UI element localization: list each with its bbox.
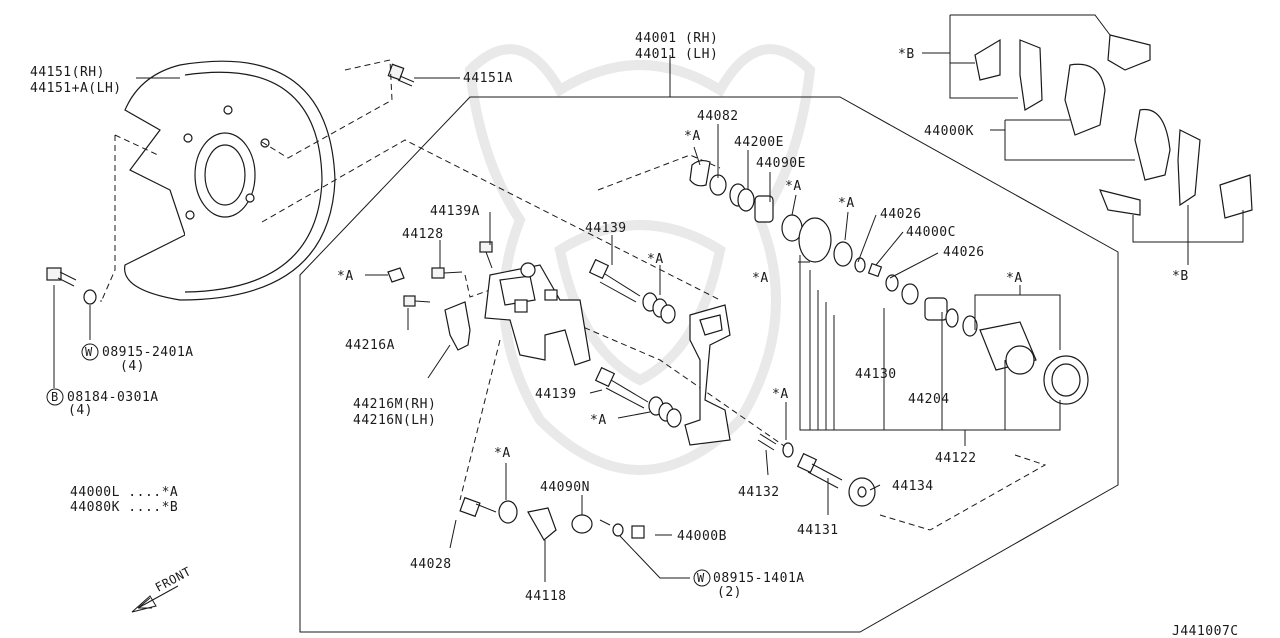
label-08184-0301a: 08184-0301A [67, 390, 159, 405]
star-a-2: *A [785, 179, 802, 194]
label-44131: 44131 [797, 523, 839, 538]
label-44026-a: 44026 [880, 207, 922, 222]
star-a-10: *A [494, 446, 511, 461]
label-44001-rh: 44001 (RH) [635, 31, 718, 46]
star-b-2: *B [1172, 269, 1189, 284]
piston-seal-stack [689, 159, 1089, 405]
watermark [464, 44, 816, 475]
star-a-8: *A [590, 413, 607, 428]
caliper-bracket [684, 304, 731, 446]
label-44090e: 44090E [756, 156, 806, 171]
guide-pin-bottom [594, 366, 649, 409]
label-08915-2401a-qty: (4) [120, 359, 145, 374]
label-44026-b: 44026 [943, 245, 985, 260]
front-arrow: FRONT [131, 564, 194, 613]
star-b-1: *B [898, 47, 915, 62]
caliper-assembly-frame [299, 96, 1119, 633]
star-a-4: *A [1006, 271, 1023, 286]
label-44118: 44118 [525, 589, 567, 604]
note-44000l: 44000L ....*A [70, 485, 178, 500]
clip-44216m-icon [444, 301, 471, 351]
bolt-44216a-icon [403, 295, 431, 307]
label-44130: 44130 [855, 367, 897, 382]
note-44080k: 44080K ....*B [70, 500, 178, 515]
label-44122: 44122 [935, 451, 977, 466]
label-44011-lh: 44011 (LH) [635, 47, 718, 62]
bleeder-44128-icon [431, 267, 463, 279]
circle-w-icon-2: W [693, 569, 711, 587]
washer-icon [83, 289, 97, 305]
leader-lines [53, 14, 1244, 582]
label-44216n: 44216N(LH) [353, 413, 436, 428]
label-08915-1401a: 08915-1401A [713, 571, 805, 586]
bolt-44151a-icon [387, 63, 415, 87]
label-08184-0301a-qty: (4) [68, 403, 93, 418]
front-label: FRONT [153, 564, 194, 594]
backing-plate [124, 60, 336, 301]
label-08915-1401a-qty: (2) [717, 585, 742, 600]
star-a-3: *A [838, 196, 855, 211]
star-a-7: *A [337, 269, 354, 284]
bolt-44139a-icon [479, 241, 493, 269]
label-44028: 44028 [410, 557, 452, 572]
circle-b-icon: B [46, 388, 64, 406]
label-44204: 44204 [908, 392, 950, 407]
label-44132: 44132 [738, 485, 780, 500]
label-44151a: 44151A [463, 71, 513, 86]
guide-boot-top [642, 292, 676, 324]
star-a-6: *A [647, 252, 664, 267]
label-44134: 44134 [892, 479, 934, 494]
brake-pads-and-shims [974, 34, 1253, 219]
label-44216m: 44216M(RH) [353, 397, 436, 412]
label-44000c: 44000C [906, 225, 956, 240]
label-44000k: 44000K [924, 124, 974, 139]
label-44090n: 44090N [540, 480, 590, 495]
circle-w-icon-1: W [81, 343, 99, 361]
bleeder-cap-icon [387, 267, 405, 283]
label-44151-rh: 44151(RH) [30, 65, 105, 80]
label-44128: 44128 [402, 227, 444, 242]
guide-pin-top [588, 258, 641, 303]
label-44216a: 44216A [345, 338, 395, 353]
guide-boot-bottom [648, 396, 682, 428]
dashed-guides [100, 59, 1047, 531]
caliper-body [484, 262, 591, 366]
circle-b-letter: B [51, 390, 59, 404]
circle-w-letter-2: W [697, 571, 705, 585]
label-08915-2401a: 08915-2401A [102, 345, 194, 360]
lower-small-parts [459, 433, 876, 541]
star-a-5: *A [752, 271, 769, 286]
bolt-08184-icon [46, 267, 77, 287]
label-44082: 44082 [697, 109, 739, 124]
label-44151-lh: 44151+A(LH) [30, 81, 122, 96]
circle-w-letter: W [85, 345, 93, 359]
label-44139-bottom: 44139 [535, 387, 577, 402]
label-44139a: 44139A [430, 204, 480, 219]
star-a-9: *A [772, 387, 789, 402]
diagram-code: J441007C [1172, 624, 1239, 638]
label-44200e: 44200E [734, 135, 784, 150]
star-a-1: *A [684, 129, 701, 144]
label-44139-top: 44139 [585, 221, 627, 236]
label-44000b: 44000B [677, 529, 727, 544]
